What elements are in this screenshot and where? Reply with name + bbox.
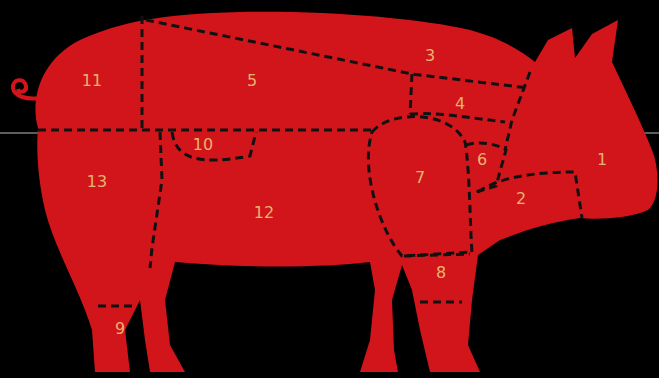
callout-number: 3 — [425, 48, 435, 64]
callout-number: 4 — [455, 96, 465, 112]
callout-number: 12 — [254, 205, 274, 221]
callout-number: 8 — [436, 265, 446, 281]
callout-number: 2 — [516, 191, 526, 207]
callout-number: 6 — [477, 152, 487, 168]
callout-number: 1 — [597, 152, 607, 168]
callout-number: 9 — [115, 321, 125, 337]
callout-number: 13 — [87, 174, 107, 190]
pig-silhouette — [35, 12, 657, 372]
callout-number: 10 — [193, 137, 213, 153]
callout-number: 11 — [82, 73, 102, 89]
pig-tail — [13, 80, 40, 98]
callout-number: 7 — [415, 170, 425, 186]
cut-lines — [38, 16, 582, 306]
callout-number: 5 — [247, 73, 257, 89]
